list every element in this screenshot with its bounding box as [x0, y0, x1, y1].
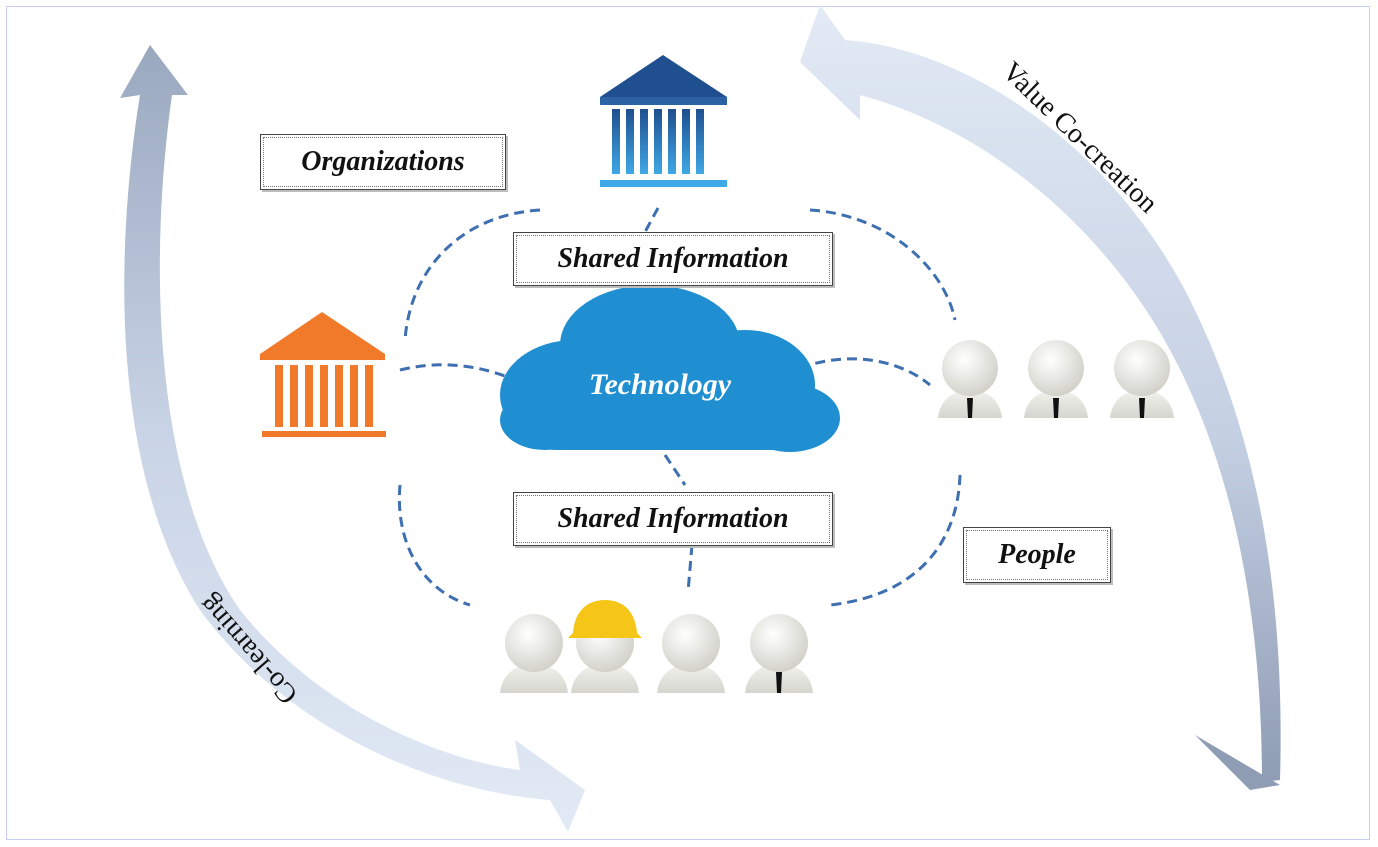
people-group-bottom — [500, 600, 813, 693]
co-learning-arrow — [120, 45, 585, 832]
person-figure — [745, 614, 813, 693]
people-text: People — [998, 539, 1076, 570]
shared-info-top-label: Shared Information — [513, 232, 833, 286]
org-building-blue — [600, 55, 727, 187]
value-cocreation-arrow — [800, 5, 1281, 782]
diagram-frame — [6, 6, 1370, 840]
organizations-text: Organizations — [301, 146, 465, 177]
shared-info-top-text: Shared Information — [557, 243, 789, 274]
technology-label: Technology — [588, 368, 732, 401]
person-figure — [938, 340, 1002, 418]
shared-info-bottom-label: Shared Information — [513, 492, 833, 546]
hardhat-icon — [568, 600, 642, 638]
organizations-label: Organizations — [260, 134, 506, 190]
person-figure — [500, 614, 568, 693]
person-figure — [1110, 340, 1174, 418]
people-group-right — [938, 340, 1174, 418]
person-figure — [1024, 340, 1088, 418]
people-label: People — [963, 527, 1111, 583]
person-figure — [657, 614, 725, 693]
shared-info-bottom-text: Shared Information — [557, 503, 789, 534]
org-building-orange — [260, 312, 386, 437]
value-cocreation-arrow-tip — [1195, 735, 1280, 790]
person-figure-hardhat — [568, 600, 642, 693]
technology-cloud — [500, 285, 840, 452]
